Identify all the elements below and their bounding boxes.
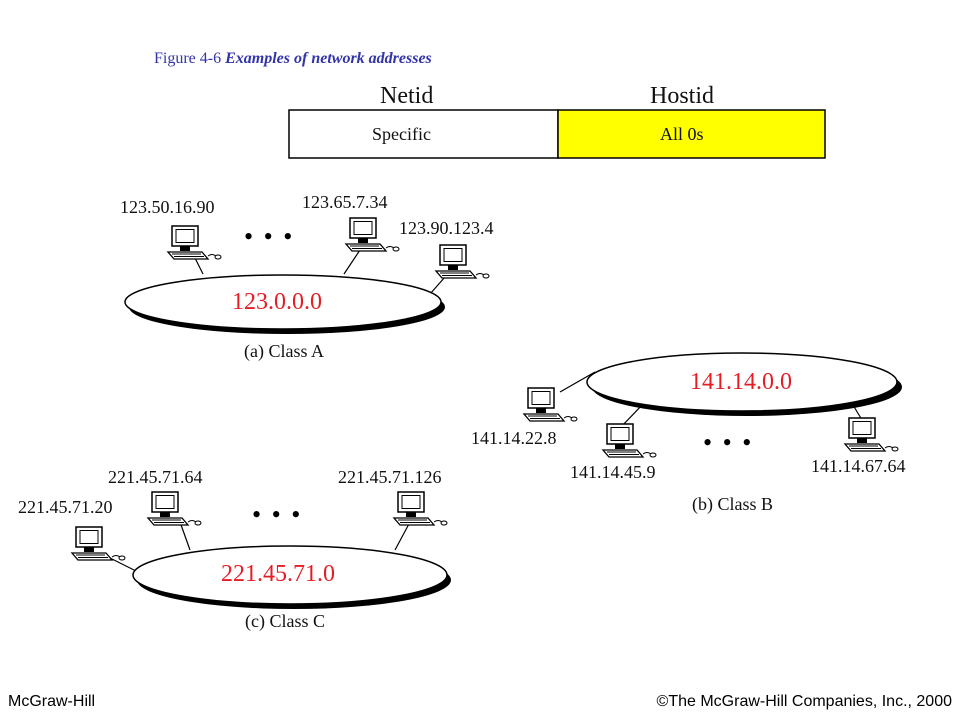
computer-icon bbox=[147, 491, 202, 526]
class-c-network bbox=[71, 491, 451, 609]
class-b-ellipse bbox=[586, 352, 898, 412]
hostid-header: Hostid bbox=[650, 83, 715, 109]
computer-icon bbox=[345, 217, 400, 252]
ellipsis-dots: • • • bbox=[703, 428, 754, 457]
class-a-network bbox=[124, 217, 490, 334]
ellipsis-dots: • • • bbox=[244, 222, 295, 251]
computer-icon bbox=[435, 244, 490, 279]
class-b-network bbox=[523, 352, 902, 458]
host-address: 221.45.71.20 bbox=[18, 497, 113, 517]
host-address: 123.90.123.4 bbox=[399, 218, 494, 238]
hostid-cell bbox=[557, 109, 826, 159]
host-address: 221.45.71.126 bbox=[338, 467, 442, 487]
network-address: 221.45.71.0 bbox=[221, 561, 335, 587]
host-address: 141.14.22.8 bbox=[471, 428, 557, 448]
class-label: (a) Class A bbox=[244, 341, 324, 361]
computer-icon bbox=[393, 491, 448, 526]
host-address: 141.14.45.9 bbox=[570, 462, 656, 482]
class-label: (b) Class B bbox=[692, 494, 773, 514]
ellipsis-dots: • • • bbox=[252, 500, 303, 529]
computer-icon bbox=[523, 387, 578, 422]
figure-number: Figure 4-6 bbox=[154, 50, 222, 67]
host-address: 123.50.16.90 bbox=[120, 197, 215, 217]
network-address: 123.0.0.0 bbox=[232, 289, 322, 315]
network-address: 141.14.0.0 bbox=[690, 369, 792, 395]
computer-icon bbox=[844, 417, 899, 452]
netid-header: Netid bbox=[380, 83, 434, 109]
class-c-ellipse bbox=[132, 545, 448, 605]
figure-title: Examples of network addresses bbox=[225, 50, 432, 67]
host-address: 123.65.7.34 bbox=[302, 192, 388, 212]
figure-caption: Figure 4-6 Examples of network addresses bbox=[154, 50, 432, 68]
hostid-value: All 0s bbox=[660, 124, 704, 144]
address-format-table bbox=[288, 109, 826, 159]
class-label: (c) Class C bbox=[245, 611, 325, 631]
class-a-ellipse bbox=[124, 274, 442, 330]
computer-icon bbox=[602, 423, 657, 458]
computer-icon bbox=[167, 225, 222, 260]
netid-value: Specific bbox=[372, 124, 431, 144]
footer-publisher: McGraw-Hill bbox=[8, 693, 96, 710]
host-address: 141.14.67.64 bbox=[811, 456, 906, 476]
computer-icon bbox=[71, 526, 126, 561]
netid-cell bbox=[288, 109, 559, 159]
host-address: 221.45.71.64 bbox=[108, 467, 203, 487]
footer-copyright: ©The McGraw-Hill Companies, Inc., 2000 bbox=[656, 693, 952, 710]
